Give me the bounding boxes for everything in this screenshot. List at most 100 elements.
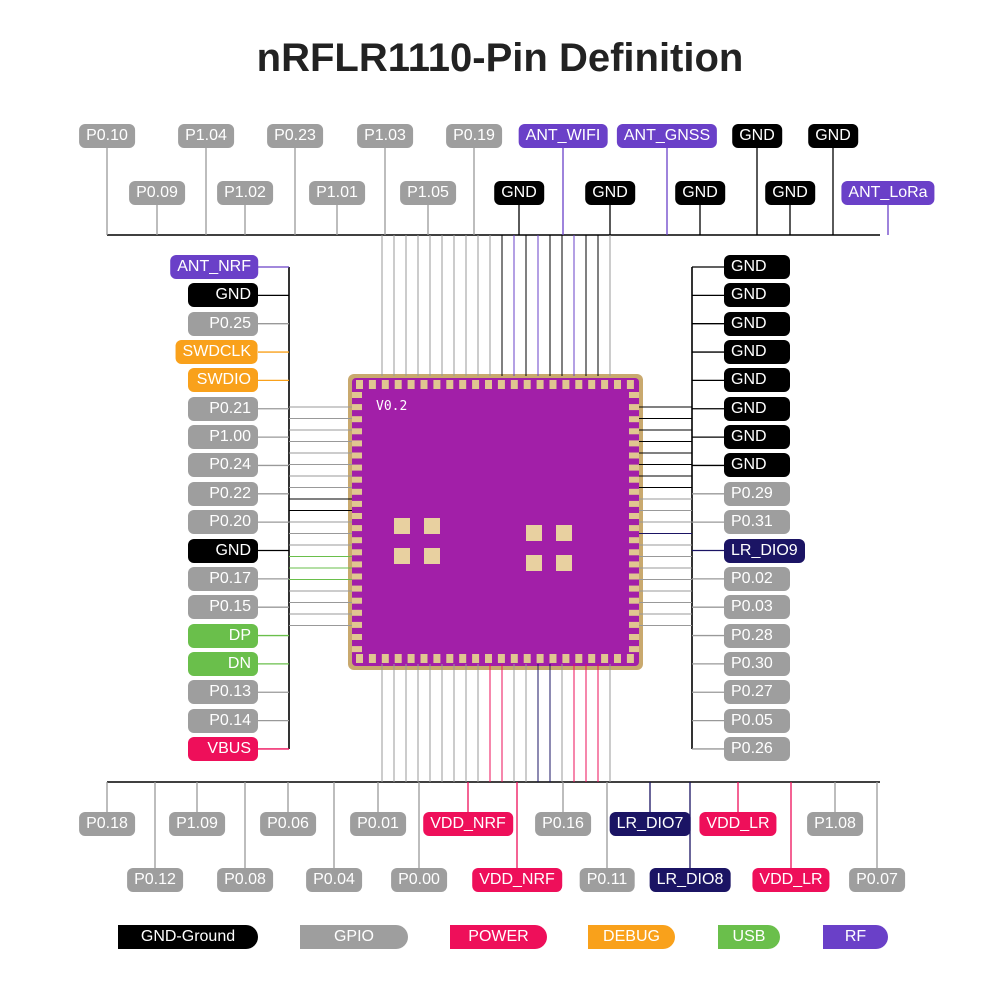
pin-label-gnd: GND xyxy=(732,124,782,148)
pin-label-p0-16: P0.16 xyxy=(535,812,591,836)
chip-pad-right xyxy=(629,585,639,592)
pin-label-p0-21: P0.21 xyxy=(188,396,258,421)
pin-label-gnd: GND xyxy=(724,453,790,478)
chip-pad-bottom xyxy=(433,654,441,663)
chip-pad-right xyxy=(629,573,639,580)
pin-label-p0-22: P0.22 xyxy=(188,481,258,506)
pin-label-dp: DP xyxy=(188,623,258,648)
pin-label-p0-10: P0.10 xyxy=(79,124,135,148)
pin-label-p0-19: P0.19 xyxy=(446,124,502,148)
chip-pad-bottom xyxy=(368,654,376,663)
pin-label-p0-09: P0.09 xyxy=(129,181,185,205)
chip-pad-top xyxy=(510,380,518,389)
pin-label-gnd: GND xyxy=(724,368,790,393)
chip-pad-bottom xyxy=(356,654,363,663)
legend-rf: RF xyxy=(823,925,888,949)
chip-pad-left xyxy=(352,537,362,544)
pin-label-p0-27: P0.27 xyxy=(724,680,790,705)
chip-pad-bottom xyxy=(407,654,415,663)
pin-label-ant-wifi: ANT_WIFI xyxy=(518,124,608,148)
chip-pad-left xyxy=(352,464,362,471)
chip-pad-bottom xyxy=(420,654,428,663)
chip-pad-bottom xyxy=(588,654,596,663)
pin-label-gnd: GND xyxy=(585,181,635,205)
chip-pad-left xyxy=(352,392,362,398)
chip-pad-top xyxy=(459,380,467,389)
pin-label-p1-03: P1.03 xyxy=(357,124,413,148)
chip-pad-right xyxy=(629,452,639,459)
chip-pad-right xyxy=(629,404,639,411)
chip-pad-top xyxy=(601,380,609,389)
chip-pad-top xyxy=(497,380,505,389)
chip-pad-bottom xyxy=(394,654,402,663)
chip-pad-bottom xyxy=(523,654,531,663)
pin-label-ant-lora: ANT_LoRa xyxy=(841,181,935,205)
pin-label-p1-05: P1.05 xyxy=(400,181,456,205)
chip-ground-pad xyxy=(526,555,542,571)
chip-version: V0.2 xyxy=(376,399,407,414)
pin-label-p0-01: P0.01 xyxy=(350,812,406,836)
pin-label-p1-02: P1.02 xyxy=(217,181,273,205)
chip-pad-top xyxy=(446,380,454,389)
chip-pad-right xyxy=(629,561,639,568)
pin-label-lr-dio9: LR_DIO9 xyxy=(724,538,805,563)
pin-label-gnd: GND xyxy=(188,283,258,308)
pin-label-dn: DN xyxy=(188,651,258,676)
pin-label-p1-08: P1.08 xyxy=(807,812,863,836)
chip-pad-left xyxy=(352,404,362,411)
chip-pad-bottom xyxy=(497,654,505,663)
pin-label-p0-11: P0.11 xyxy=(579,868,635,892)
pin-label-gnd: GND xyxy=(724,340,790,365)
pin-label-ant-gnss: ANT_GNSS xyxy=(616,124,718,148)
chip-pad-left xyxy=(352,513,362,519)
chip-pad-left xyxy=(352,500,362,507)
chip-ground-pad xyxy=(394,518,410,534)
chip-pad-right xyxy=(629,634,639,640)
pin-label-p0-14: P0.14 xyxy=(188,708,258,733)
chip-pad-top xyxy=(562,380,570,389)
pin-label-p0-04: P0.04 xyxy=(306,868,362,892)
chip-pad-top xyxy=(368,380,376,389)
pin-label-lr-dio8: LR_DIO8 xyxy=(649,868,731,892)
chip-pad-top xyxy=(381,380,389,389)
pin-label-p0-28: P0.28 xyxy=(724,623,790,648)
chip-pad-top xyxy=(472,380,480,389)
chip-pad-right xyxy=(629,646,639,653)
legend-gpio: GPIO xyxy=(300,925,408,949)
chip-pad-bottom xyxy=(472,654,480,663)
pin-label-p0-12: P0.12 xyxy=(127,868,183,892)
chip-pad-top xyxy=(536,380,544,389)
pin-label-lr-dio7: LR_DIO7 xyxy=(609,812,691,836)
pin-label-p0-17: P0.17 xyxy=(188,566,258,591)
chip-body xyxy=(352,378,639,666)
chip-pad-bottom xyxy=(485,654,492,663)
chip-pad-right xyxy=(629,621,639,628)
page-title: nRFLR1110-Pin Definition xyxy=(256,36,744,80)
pin-label-p0-08: P0.08 xyxy=(217,868,273,892)
chip-ground-pad xyxy=(526,525,542,541)
pin-label-p0-00: P0.00 xyxy=(391,868,447,892)
chip-pad-left xyxy=(352,525,362,532)
chip-pad-left xyxy=(352,646,362,653)
chip-pad-left xyxy=(352,634,362,640)
pin-label-gnd: GND xyxy=(724,396,790,421)
chip-pad-left xyxy=(352,621,362,628)
legend-power: POWER xyxy=(450,925,547,949)
pin-label-p1-04: P1.04 xyxy=(178,124,234,148)
pin-label-p1-09: P1.09 xyxy=(169,812,225,836)
chip-pad-bottom xyxy=(381,654,389,663)
chip-pad-top xyxy=(407,380,415,389)
chip-pad-right xyxy=(629,597,639,604)
pin-label-p0-15: P0.15 xyxy=(188,595,258,620)
pin-label-gnd: GND xyxy=(724,283,790,308)
chip-pad-left xyxy=(352,440,362,447)
pin-label-gnd: GND xyxy=(808,124,858,148)
chip-pad-right xyxy=(629,416,639,423)
chip-pad-left xyxy=(352,452,362,459)
chip-pad-top xyxy=(420,380,428,389)
pin-label-p0-02: P0.02 xyxy=(724,566,790,591)
chip-ground-pad xyxy=(424,518,440,534)
chip-pad-top xyxy=(549,380,557,389)
pin-label-gnd: GND xyxy=(765,181,815,205)
chip-pad-bottom xyxy=(510,654,518,663)
